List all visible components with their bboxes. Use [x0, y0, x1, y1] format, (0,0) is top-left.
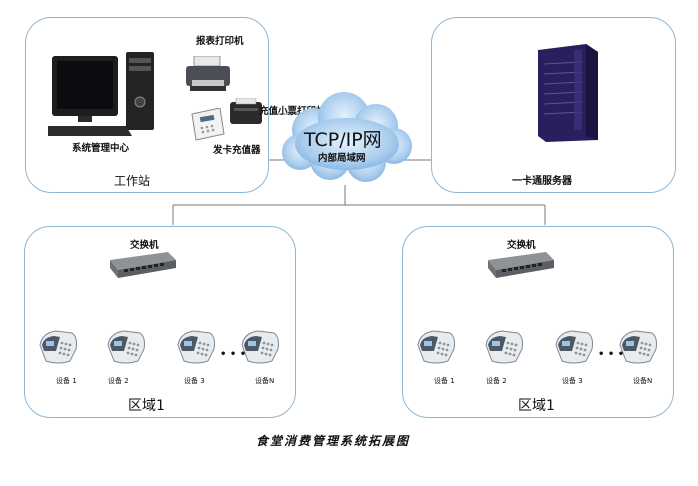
region-1-device-1-icon — [39, 330, 77, 364]
region-1-device-3-label: 设备 3 — [184, 377, 205, 385]
region-2-title: 区域1 — [518, 398, 555, 414]
region-1-title: 区域1 — [128, 398, 165, 414]
region-1-ellipsis: • • • — [220, 349, 247, 360]
card-charger-label: 发卡充值器 — [213, 145, 261, 156]
report-printer-icon — [186, 56, 230, 91]
region-2-device-3-icon — [555, 330, 593, 364]
workstation-title: 工作站 — [114, 174, 151, 188]
network-subtitle: 内部局域网 — [318, 153, 366, 164]
network-cloud-icon — [282, 92, 412, 182]
region-2-switch-label: 交换机 — [507, 240, 536, 251]
region-2-device-n-label: 设备N — [633, 377, 653, 385]
region-2-device-2-label: 设备 2 — [486, 377, 507, 385]
region-2-device-1-label: 设备 1 — [434, 377, 455, 385]
region-1-device-2-label: 设备 2 — [108, 377, 129, 385]
region-2-device-1-icon — [417, 330, 455, 364]
network-title: TCP/IP网 — [304, 129, 382, 151]
region-2-device-3-label: 设备 3 — [562, 377, 583, 385]
region-1-device-2-icon — [107, 330, 145, 364]
region-1-device-3-icon — [177, 330, 215, 364]
computer-icon — [48, 52, 154, 136]
region-2-device-2-icon — [485, 330, 523, 364]
region-2-device-n-icon — [619, 330, 657, 364]
system-center-label: 系统管理中心 — [72, 143, 130, 154]
region-1-device-1-label: 设备 1 — [56, 377, 77, 385]
diagram-caption: 食堂消费管理系统拓展图 — [256, 434, 411, 448]
server-label: 一卡通服务器 — [512, 176, 572, 187]
region-1-device-n-label: 设备N — [255, 377, 275, 385]
receipt-printer-icon — [230, 98, 262, 124]
region-1-switch-icon — [110, 252, 176, 278]
region-2-ellipsis: • • • — [598, 349, 625, 360]
server-icon — [538, 44, 598, 142]
receipt-printer-label: 充值小票打印机 — [259, 106, 326, 117]
card-charger-icon — [191, 108, 225, 141]
region-2-switch-icon — [488, 252, 554, 278]
region-1-switch-label: 交换机 — [130, 240, 159, 251]
report-printer-label: 报表打印机 — [196, 36, 244, 47]
region-1-device-n-icon — [241, 330, 279, 364]
